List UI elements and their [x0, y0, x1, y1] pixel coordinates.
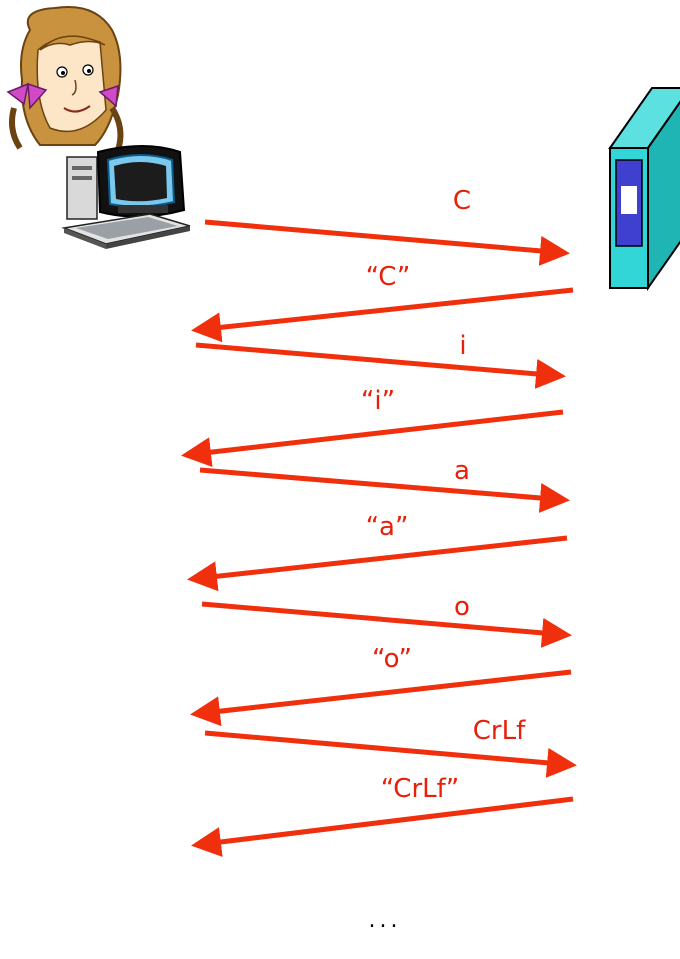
message-label: CrLf: [472, 716, 526, 746]
server-tower-icon: [608, 87, 680, 292]
message-arrow-to-client: [190, 669, 572, 727]
message-label: a: [454, 456, 470, 486]
message-label: i: [459, 331, 467, 361]
message-arrow-to-server: [201, 601, 572, 648]
desktop-computer-icon: [61, 145, 191, 249]
message-arrow-to-client: [191, 287, 574, 343]
message-label: “CrLf”: [380, 774, 460, 804]
message-label: “C”: [365, 262, 411, 292]
girl-avatar-icon: [6, 6, 124, 151]
message-arrow-to-server: [204, 219, 570, 266]
message-arrow-to-server: [199, 467, 570, 513]
message-label: “a”: [365, 512, 409, 542]
message-label: “o”: [371, 644, 413, 674]
message-label: “i”: [360, 386, 396, 416]
message-label: o: [454, 592, 470, 622]
message-label: C: [452, 186, 472, 216]
message-arrow-to-server: [204, 730, 577, 778]
continuation-ellipsis: ...: [368, 908, 402, 933]
message-arrow-to-client: [187, 535, 568, 592]
message-arrow-to-server: [195, 342, 566, 389]
message-arrow-to-client: [181, 409, 564, 468]
message-arrows: [181, 219, 577, 857]
message-arrow-to-client: [191, 796, 574, 857]
